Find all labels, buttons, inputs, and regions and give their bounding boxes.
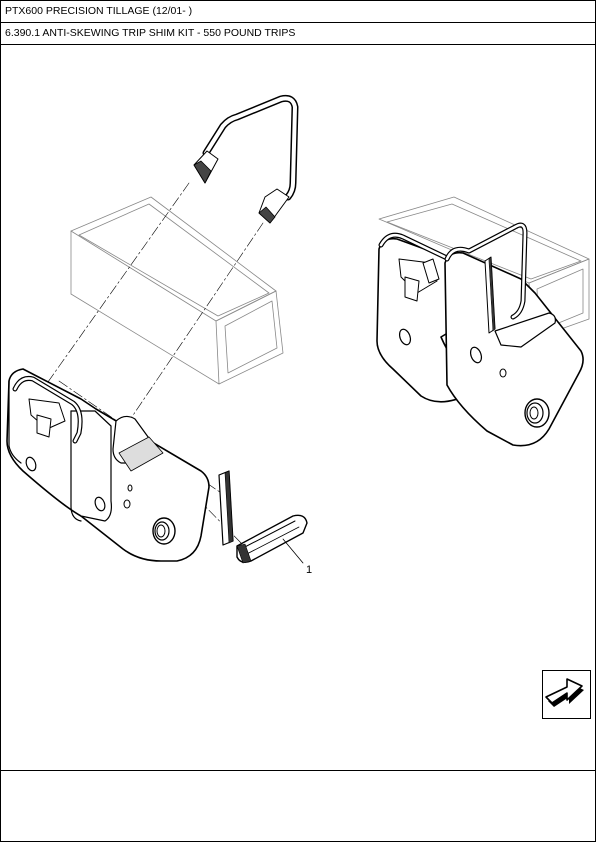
arrow-right-icon [545, 678, 584, 707]
shim-wedge [236, 514, 308, 564]
parts-illustration [6, 94, 590, 564]
footer-divider [1, 770, 595, 771]
square-tube [70, 196, 284, 385]
header-section-row: 6.390.1 ANTI-SKEWING TRIP SHIM KIT - 550… [1, 23, 595, 45]
u-bolt [193, 94, 299, 224]
document-title: PTX600 PRECISION TILLAGE (12/01- ) [5, 5, 193, 17]
shim-plate [218, 470, 234, 546]
callout-label-1: 1 [306, 564, 313, 576]
trip-bracket-left [6, 368, 210, 562]
section-title: 6.390.1 ANTI-SKEWING TRIP SHIM KIT - 550… [5, 27, 296, 39]
callout-leader [282, 538, 304, 564]
header-title-row: PTX600 PRECISION TILLAGE (12/01- ) [1, 1, 595, 23]
next-page-button[interactable] [542, 670, 591, 719]
assembled-view [376, 196, 590, 447]
